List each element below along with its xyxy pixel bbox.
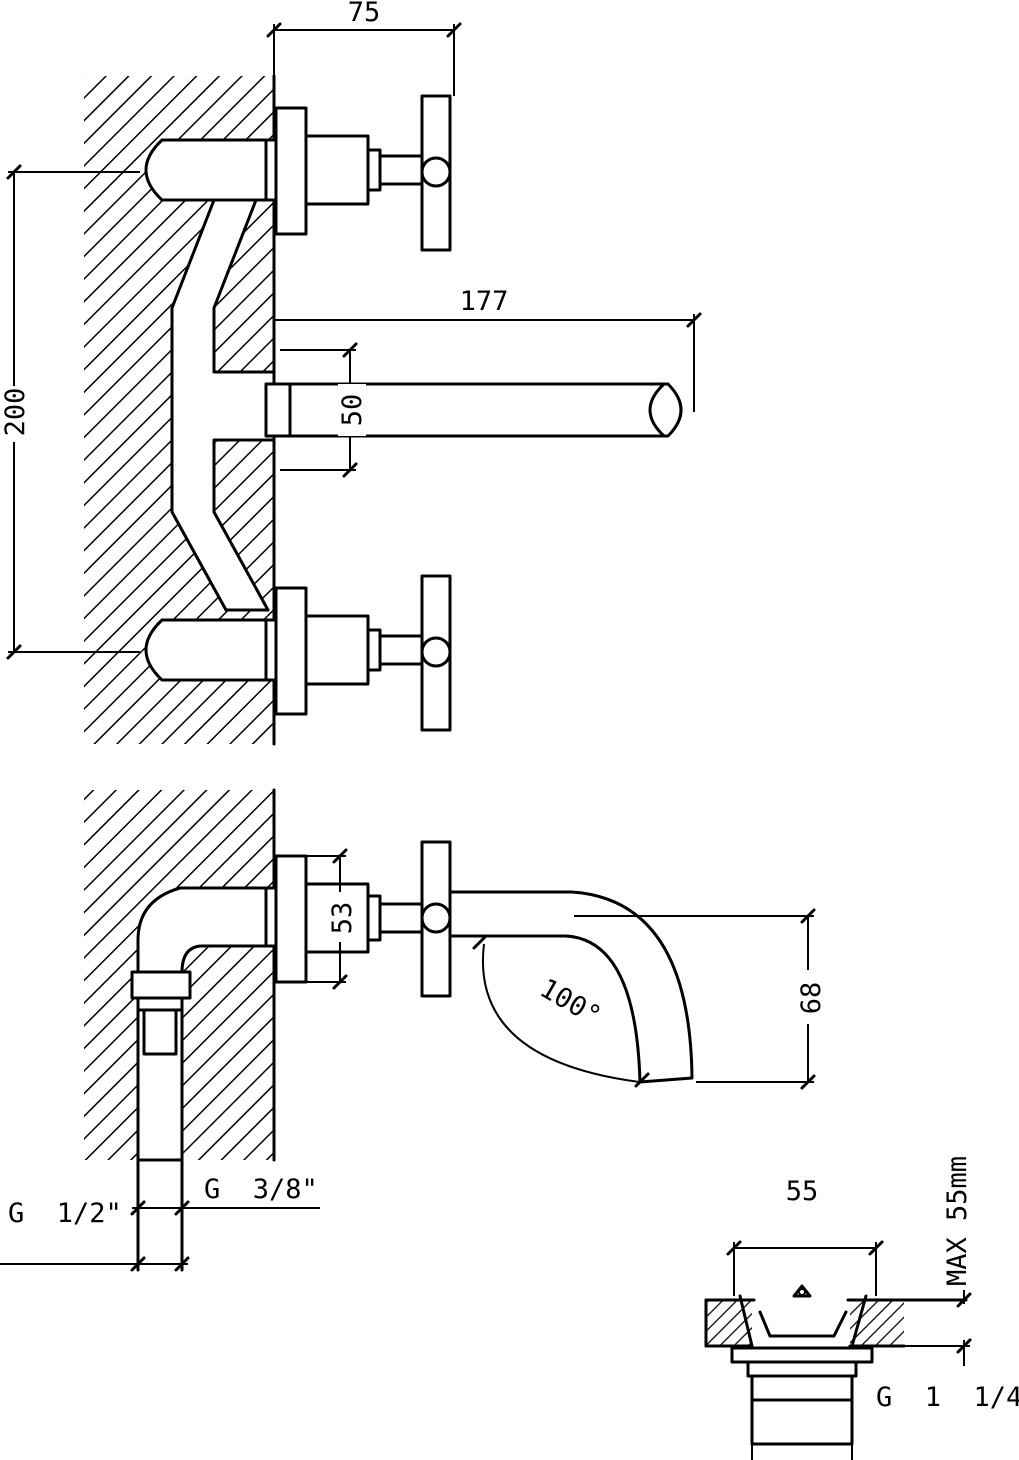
waste-drain-view: 55 MAX 55mm G 1 1/4" bbox=[704, 1156, 1019, 1460]
dim-waste-max: MAX 55mm bbox=[942, 1156, 973, 1286]
dim-spout-height: 50 bbox=[337, 394, 368, 427]
dim-handle-spacing: 200 bbox=[0, 388, 31, 437]
spout-top-view bbox=[264, 382, 683, 438]
dim-body-depth: 53 bbox=[327, 902, 358, 935]
dim-waste-width: 55 bbox=[786, 1176, 819, 1207]
upper-handle-assembly bbox=[144, 94, 452, 252]
connector-body bbox=[170, 198, 276, 612]
dim-spout-length: 177 bbox=[460, 286, 509, 317]
top-view: 75 177 200 50 bbox=[0, 0, 702, 746]
waste-dimension-lines bbox=[726, 1240, 972, 1366]
dim-spout-angle: 100° bbox=[534, 973, 606, 1032]
spout-angle-arc bbox=[481, 943, 641, 1083]
spout-side-view bbox=[422, 890, 694, 1084]
thread-inlet-label: G 1/2" bbox=[8, 1198, 122, 1229]
dim-spout-drop: 68 bbox=[796, 982, 827, 1015]
inlet-elbow bbox=[136, 886, 268, 1162]
thread-outlet-label: G 3/8" bbox=[204, 1174, 318, 1205]
dim-top-width: 75 bbox=[348, 0, 381, 28]
lower-handle-assembly bbox=[144, 574, 452, 732]
side-view: 53 68 100° G 1/2" G 3/8" bbox=[0, 788, 827, 1272]
thread-waste-label: G 1 1/4" bbox=[876, 1382, 1019, 1413]
